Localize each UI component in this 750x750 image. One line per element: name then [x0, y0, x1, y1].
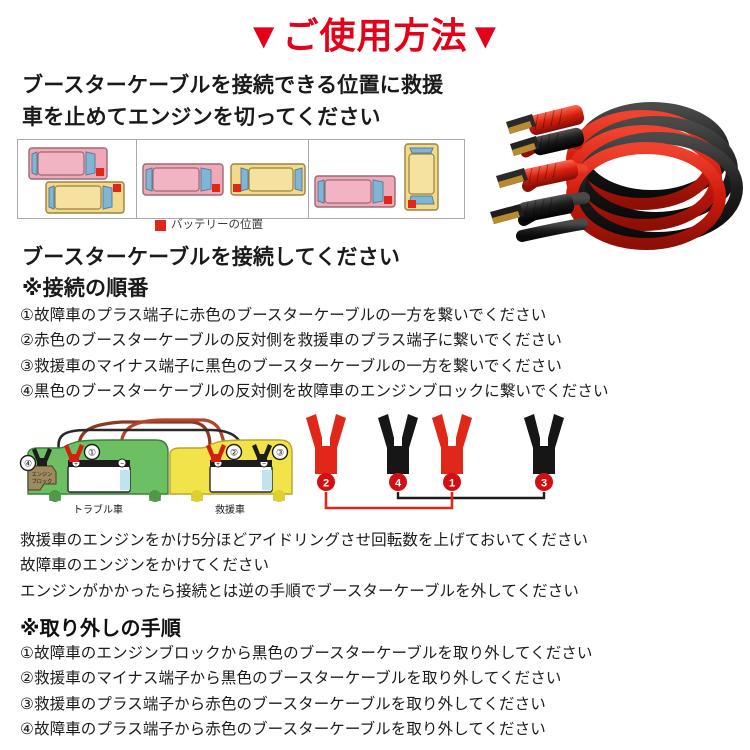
car-to-car-wiring-diagram: + − エンジン ブロック ④ ①: [14, 408, 294, 516]
marker-3-circle: [271, 443, 289, 461]
parking-panel-2-diagram: [142, 163, 306, 196]
clamp-marker-4: [378, 414, 418, 474]
photo-clamp-red-2: [496, 159, 579, 189]
clamp-3-badge: [535, 473, 553, 491]
removal-steps-list: ①故障車のエンジンブロックから黒色のブースターケーブルを取り外してください ②救…: [20, 641, 720, 742]
trouble-car-label: トラブル車: [73, 503, 123, 516]
engine-block-label-line2: ブロック: [32, 477, 53, 485]
rescue-car-label: 救援車: [215, 503, 245, 516]
clamp-1-number: 1: [449, 478, 455, 490]
battery-marker: [113, 184, 121, 192]
clamp-rescue-minus: [252, 444, 272, 462]
marker-2-circle: [225, 443, 243, 461]
clamp-marker-2: [306, 414, 346, 474]
connect-step-1: ①故障車のプラス端子に赤色のブースターケーブルの一方を繋いでください: [20, 307, 547, 324]
clamp-sequence-diagram: 2 4 1 3: [300, 408, 590, 516]
parking-panel-3: [308, 140, 464, 218]
parking-position-panels: [17, 139, 465, 219]
clamp-2-badge: [317, 473, 335, 491]
engine-block-shape: [27, 465, 57, 491]
parking-panel-1: [18, 140, 136, 218]
battery-marker: [408, 200, 416, 208]
parking-panel-2: [136, 140, 308, 218]
step2-heading: ブースターケーブルを接続してください: [22, 246, 401, 269]
cable-photo-illustration: [490, 102, 743, 250]
connect-order-heading: ※接続の順番: [22, 277, 149, 301]
note-1: 救援車のエンジンをかけ5分ほどアイドリングさせ回転数を上げておいてください: [20, 532, 589, 549]
marker-4-label: ④: [24, 459, 32, 469]
connect-step-4: ④黒色のブースターケーブルの反対側を故障車のエンジンブロックに繋いでください: [20, 382, 609, 400]
removal-step-4: ④故障車のプラス端子から赤色のブースターケーブルを取り外してください: [20, 720, 546, 738]
page-title: ▼ご使用方法▼: [245, 15, 505, 56]
clamp-4-number: 4: [395, 478, 402, 490]
booster-cable-photo: [466, 74, 748, 260]
photo-clamp-red-1: [506, 105, 585, 135]
parking-panel-1-diagram: [28, 147, 125, 214]
clamp-marker-1: [432, 414, 472, 474]
marker-3-label: ③: [276, 448, 284, 458]
car-yellow: [230, 163, 306, 196]
rescue-plus-terminal-label: +: [216, 462, 220, 468]
battery-marker: [233, 184, 241, 192]
red-cable-link: [324, 492, 454, 510]
marker-4-circle: [19, 454, 37, 472]
connect-steps-list: ①故障車のプラス端子に赤色のブースターケーブルの一方を繋いでください ②赤色のブ…: [20, 303, 720, 404]
marker-2-label: ②: [230, 448, 238, 458]
car-yellow-vertical: [404, 143, 439, 211]
connect-step-2: ②赤色のブースターケーブルの反対側を救援車のプラス端子に繋いでください: [20, 332, 562, 350]
wiring-diagram-svg: + − エンジン ブロック ④ ①: [19, 418, 293, 516]
car-pink: [314, 175, 396, 208]
black-cable-link: [396, 492, 546, 500]
clamp-3-number: 3: [541, 478, 547, 490]
legend-label: バッテリーの位置: [171, 219, 263, 231]
clamp-on-engine-block: [32, 448, 52, 466]
battery-swatch-icon: [155, 220, 166, 232]
clamp-rescue-plus: [206, 444, 226, 462]
parking-panel-3-diagram: [314, 143, 439, 211]
connect-step-3: ③救援車のマイナス端子に黒色のブースターケーブルの一方を繋いでください: [20, 357, 562, 375]
clamp-marker-3: [524, 414, 564, 474]
plus-terminal-label: +: [74, 462, 78, 468]
clamp-sequence-svg: 2 4 1 3: [306, 414, 564, 510]
step2-heading-group: ブースターケーブルを接続してください ※接続の順番: [22, 243, 492, 304]
note-3: エンジンがかかったら接続とは逆の手順でブースターケーブルを外してください: [20, 582, 579, 600]
car-pink: [142, 163, 224, 196]
battery-marker: [212, 184, 220, 192]
rescue-minus-terminal-label: −: [262, 461, 266, 468]
clamp-2-number: 2: [323, 478, 329, 490]
clamp-1-badge: [443, 473, 461, 491]
car-yellow: [45, 181, 125, 214]
step1-heading: ブースターケーブルを接続できる位置に救援車を止めてエンジンを切ってください: [22, 74, 444, 129]
photo-clamp-black-2: [490, 194, 575, 224]
removal-step-1: ①故障車のエンジンブロックから黒色のブースターケーブルを取り外してください: [20, 645, 593, 662]
car-pink: [28, 147, 108, 180]
removal-heading: ※取り外しの手順: [20, 618, 182, 640]
red-cable-path: [77, 420, 212, 458]
engine-block-label-line1: エンジン: [32, 471, 53, 478]
note-2: 故障車のエンジンをかけてください: [20, 557, 270, 575]
battery-marker: [96, 168, 104, 176]
battery-position-legend: バッテリーの位置: [155, 219, 263, 232]
operation-notes-list: 救援車のエンジンをかけ5分ほどアイドリングさせ回転数を上げておいてください 故障…: [20, 528, 720, 604]
trouble-car: + − エンジン ブロック: [27, 439, 169, 502]
marker-1-circle: [83, 443, 101, 461]
clamp-4-badge: [389, 473, 407, 491]
photo-clamp-black-1: [510, 127, 585, 156]
minus-terminal-label: −: [120, 461, 124, 468]
removal-step-3: ③救援車のプラス端子から赤色のブースターケーブルを取り外してください: [20, 695, 546, 713]
clamp-trouble-plus: [64, 444, 84, 462]
marker-1-label: ①: [88, 448, 96, 458]
removal-step-2: ②救援車のマイナス端子から黒色のブースターケーブルを取り外してください: [20, 670, 562, 688]
battery-marker: [384, 196, 392, 204]
red-cable-path-2: [119, 418, 228, 454]
